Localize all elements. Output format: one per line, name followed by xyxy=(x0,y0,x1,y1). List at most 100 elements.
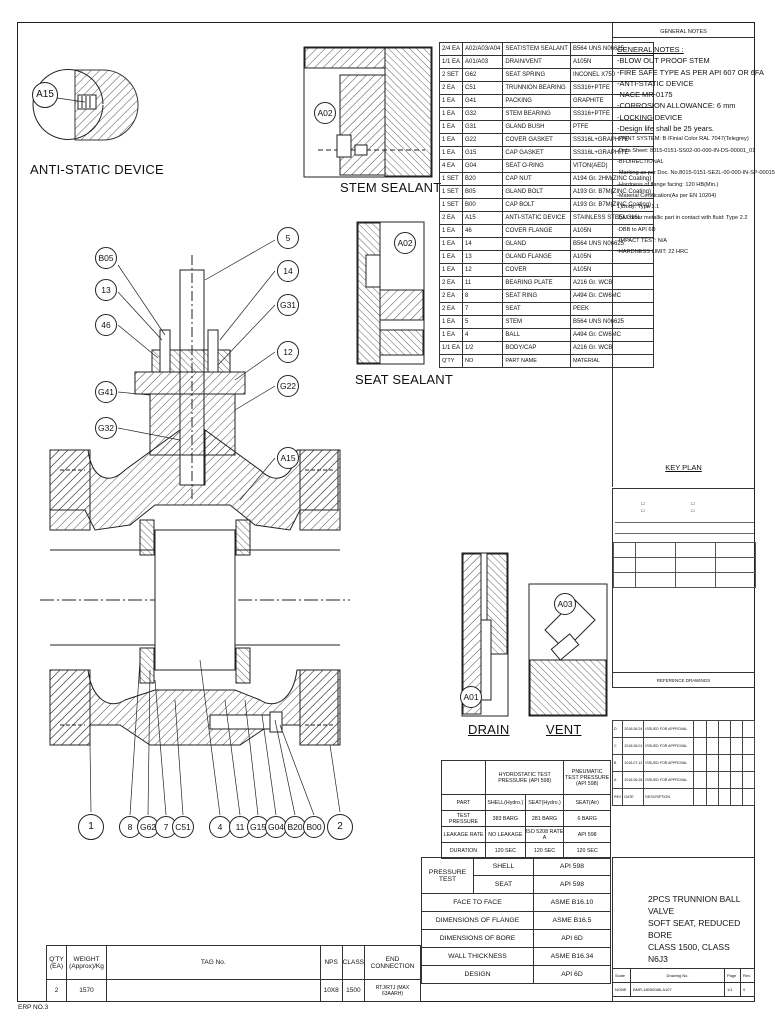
balloon-n5: 5 xyxy=(277,227,299,249)
parts-name-cell: COVER FLANGE xyxy=(502,224,571,238)
test-corner xyxy=(441,760,486,795)
note-item: -FIRE SAFE TYPE AS PER API 607 OR 6FA xyxy=(617,67,764,77)
test-cell: API 598 xyxy=(563,826,611,843)
drain-label: DRAIN xyxy=(468,722,510,737)
spec-value: ASME B16.34 xyxy=(533,947,611,966)
parts-no-cell: 4 xyxy=(462,328,504,342)
parts-qty-cell: 1 SET xyxy=(438,198,464,212)
parts-name-cell: SEAT/STEM SEALANT xyxy=(502,42,571,56)
balloon-g22: G22 xyxy=(277,375,299,397)
title-line: SOFT SEAT, REDUCED BORE xyxy=(648,918,741,940)
revision-sign-cell xyxy=(705,754,719,772)
scale-label: Scale xyxy=(612,968,631,983)
spec-value: ASME B16.5 xyxy=(533,911,611,930)
revision-sign-cell xyxy=(693,720,707,738)
tag-header: END CONNECTION xyxy=(364,945,421,980)
tag-header: WEIGHT (Approx)/Kg xyxy=(66,945,107,980)
spec-label: WALL THICKNESS xyxy=(421,947,534,966)
parts-qty-cell: 2 EA xyxy=(438,276,464,290)
parts-qty-cell: 1 EA xyxy=(438,94,464,108)
test-cell: NO LEAKAGE xyxy=(485,826,526,843)
balloon-g32: G32 xyxy=(95,417,117,439)
balloon-n11: 11 xyxy=(229,816,251,838)
title-line: 2PCS TRUNNION BALL VALVE xyxy=(648,894,741,916)
rev-label: Rev. xyxy=(740,968,755,983)
tag-header: TAG No. xyxy=(106,945,321,980)
notes-box-title: GENERAL NOTES xyxy=(612,27,755,38)
parts-no-cell: 8 xyxy=(462,289,504,303)
revision-sign-cell xyxy=(729,771,743,789)
part-label: PART xyxy=(441,794,486,811)
parts-qty-cell: 2 EA xyxy=(438,81,464,95)
note-item: -Marking as per Doc. No.8015-0151-SE2L-0… xyxy=(617,170,775,177)
revision-sign-cell xyxy=(693,737,707,755)
parts-name-cell: ANTI-STATIC DEVICE xyxy=(502,211,571,225)
title-block xyxy=(612,857,755,1002)
revision-sign-cell xyxy=(729,754,743,772)
note-item: 1)Body: Type 3.1 xyxy=(617,204,660,211)
revision-desc: DESCRIPTION xyxy=(643,788,695,806)
note-item: 2)All other metallic part in contact wit… xyxy=(617,215,748,222)
pressure-test-table: HYDROSTATIC TEST PRESSURE (API 598) PNEU… xyxy=(441,760,611,859)
parts-no-cell: 7 xyxy=(462,302,504,316)
anti-static-detail xyxy=(32,69,139,141)
revision-desc: ISSUED FOR APPROVAL xyxy=(643,720,695,738)
parts-qty-cell: 1 EA xyxy=(438,120,464,134)
spec-label: FACE TO FACE xyxy=(421,893,534,912)
tag-cell: 2 xyxy=(46,979,67,1002)
parts-qty-cell: 1 EA xyxy=(438,133,464,147)
revision-rev: B xyxy=(611,754,624,772)
checkbox-reviewed: ☐ xyxy=(641,508,645,513)
parts-name-cell: GLAND BOLT xyxy=(502,185,571,199)
erp-number: ERP NO.3 xyxy=(18,1004,49,1011)
parts-name-cell: TRUNNION BEARING xyxy=(502,81,571,95)
parts-no-cell: A01/A03 xyxy=(462,55,504,69)
revision-sign-cell xyxy=(717,720,731,738)
tag-header: CLASS xyxy=(341,945,366,980)
parts-no-cell: 1/2 xyxy=(462,341,504,355)
note-item: -NACE MR-0175 xyxy=(617,90,673,100)
revision-date: 2018.07.12 xyxy=(622,754,645,772)
key-plan-title: KEY PLAN xyxy=(665,463,702,472)
revision-sign-cell xyxy=(741,737,756,755)
parts-no-cell: G62 xyxy=(462,68,504,82)
parts-name-cell: SEAT O-RING xyxy=(502,159,571,173)
general-notes-heading: GENERAL NOTES : xyxy=(617,45,684,54)
checkbox-with-comments: ☐ xyxy=(691,501,695,506)
balloon-b05: B05 xyxy=(95,247,117,269)
parts-no-cell: 14 xyxy=(462,237,504,251)
note-item: -BI-DIRECTIONAL xyxy=(617,158,664,165)
specification-table: PRESSURE TEST SHELL API 598 SEAT API 598… xyxy=(421,857,611,984)
parts-qty-cell: 1 EA xyxy=(438,237,464,251)
parts-name-cell: BALL xyxy=(502,328,571,342)
revision-sign-cell xyxy=(741,720,756,738)
parts-name-cell: GLAND BUSH xyxy=(502,120,571,134)
tag-table: Q'TY (EA) WEIGHT (Approx)/Kg TAG No. NPS… xyxy=(46,945,421,1002)
parts-name-cell: COVER xyxy=(502,263,571,277)
parts-qty-cell: 2 EA xyxy=(438,289,464,303)
revision-rev: D xyxy=(611,720,624,738)
parts-no-cell: 46 xyxy=(462,224,504,238)
parts-name-cell: GLAND xyxy=(502,237,571,251)
revision-desc: ISSUED FOR APPROVAL xyxy=(643,771,695,789)
parts-no-cell: G22 xyxy=(462,133,504,147)
balloon-a01: A01 xyxy=(460,686,482,708)
parts-name-cell: STEM BEARING xyxy=(502,107,571,121)
parts-qty-cell: 1 EA xyxy=(438,107,464,121)
balloon-a15-main: A15 xyxy=(277,447,299,469)
revision-sign-cell xyxy=(705,737,719,755)
tag-cell: 10X8 xyxy=(319,979,343,1002)
note-item: -Data Sheet: 8015-0151-SS02-00-000-IN-DS… xyxy=(617,147,756,154)
balloon-c51: C51 xyxy=(172,816,194,838)
tag-cell: RTJ/RTJ (MAX 63AARH) xyxy=(364,979,421,1002)
vent-label: VENT xyxy=(546,722,582,737)
